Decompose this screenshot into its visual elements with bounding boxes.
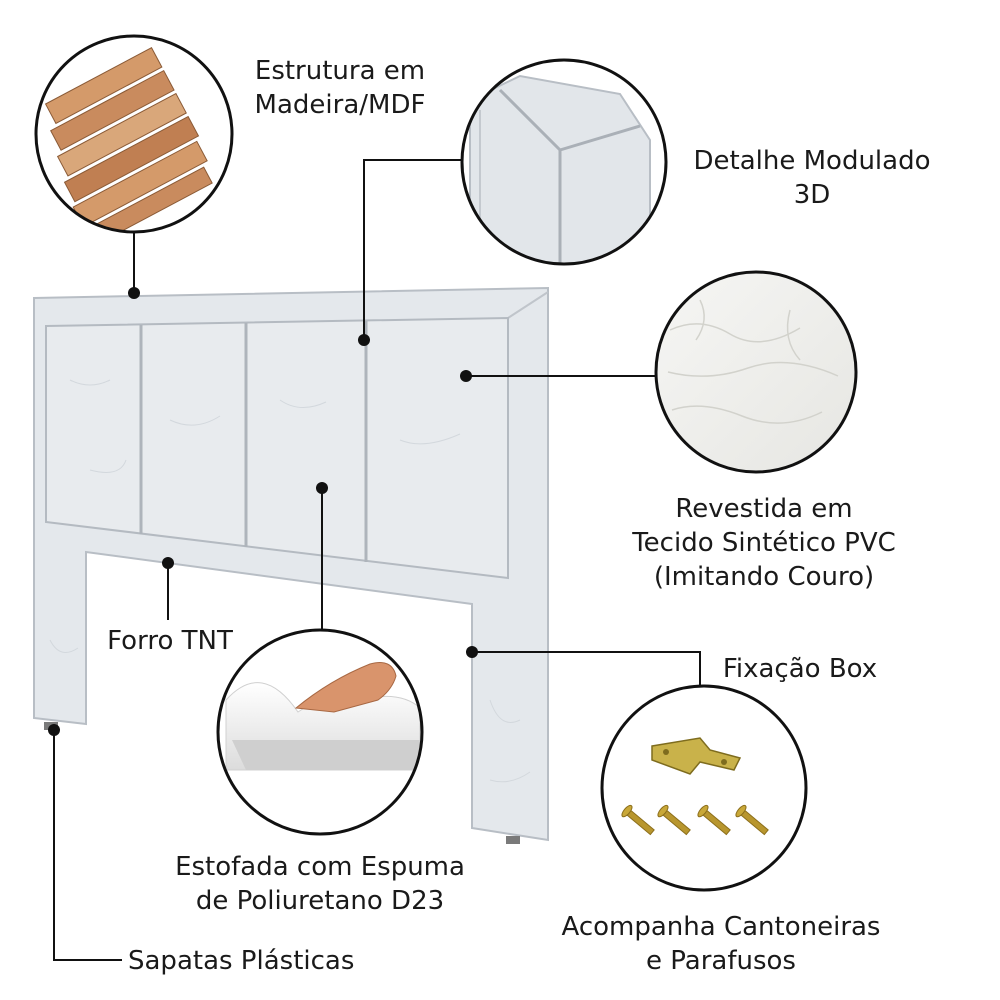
screws xyxy=(621,804,769,836)
label-detalhe: Detalhe Modulado 3D xyxy=(676,144,948,212)
leader-dots xyxy=(48,287,478,736)
label-revestida-line1: Revestida em xyxy=(675,494,853,524)
dot-revestida xyxy=(460,370,472,382)
dot-sapatas xyxy=(48,724,60,736)
label-estrutura-line2: Madeira/MDF xyxy=(254,90,426,120)
leader-lines xyxy=(53,159,701,961)
label-estrutura: Estrutura em Madeira/MDF xyxy=(240,54,440,122)
label-forro-line1: Forro TNT xyxy=(107,626,233,656)
label-forro: Forro TNT xyxy=(96,624,244,658)
label-estrutura-line1: Estrutura em xyxy=(254,56,426,86)
headboard xyxy=(33,286,549,844)
label-acompanha: Acompanha Cantoneiras e Parafusos xyxy=(546,910,896,978)
label-fixacao: Fixação Box xyxy=(710,652,890,686)
upholstered-panel xyxy=(45,316,509,580)
foam-hand-icon xyxy=(216,628,424,836)
label-acompanha-line2: e Parafusos xyxy=(646,946,796,976)
label-estofada-line2: de Poliuretano D23 xyxy=(195,886,445,916)
leader-detalhe xyxy=(363,159,462,340)
corner-detail-icon xyxy=(460,58,668,266)
dot-detalhe xyxy=(358,334,370,346)
label-sapatas-line1: Sapatas Plásticas xyxy=(128,946,355,976)
label-acompanha-line1: Acompanha Cantoneiras xyxy=(561,912,881,942)
label-revestida: Revestida em Tecido Sintético PVC (Imita… xyxy=(612,492,916,594)
dot-estofada xyxy=(316,482,328,494)
label-detalhe-line2: 3D xyxy=(793,180,831,210)
leader-fixacao xyxy=(472,651,701,690)
bracket-screws-icon xyxy=(600,684,808,892)
texture-hints xyxy=(49,379,531,783)
label-estofada: Estofada com Espuma de Poliuretano D23 xyxy=(158,850,482,918)
dot-estrutura xyxy=(128,287,140,299)
label-fixacao-line1: Fixação Box xyxy=(722,654,878,684)
label-detalhe-line1: Detalhe Modulado xyxy=(693,146,931,176)
label-revestida-line3: (Imitando Couro) xyxy=(653,562,875,592)
wood-planks-icon xyxy=(34,34,234,234)
label-sapatas: Sapatas Plásticas xyxy=(128,944,372,978)
label-revestida-line2: Tecido Sintético PVC xyxy=(632,528,896,558)
label-estofada-line1: Estofada com Espuma xyxy=(175,852,465,882)
dot-fixacao xyxy=(466,646,478,658)
plastic-foot-right xyxy=(506,836,520,844)
frame-corner-crease xyxy=(507,291,549,319)
leather-texture-icon xyxy=(654,270,858,474)
dot-forro xyxy=(162,557,174,569)
leader-sapatas xyxy=(53,730,122,961)
panel-module-seams xyxy=(139,321,368,562)
